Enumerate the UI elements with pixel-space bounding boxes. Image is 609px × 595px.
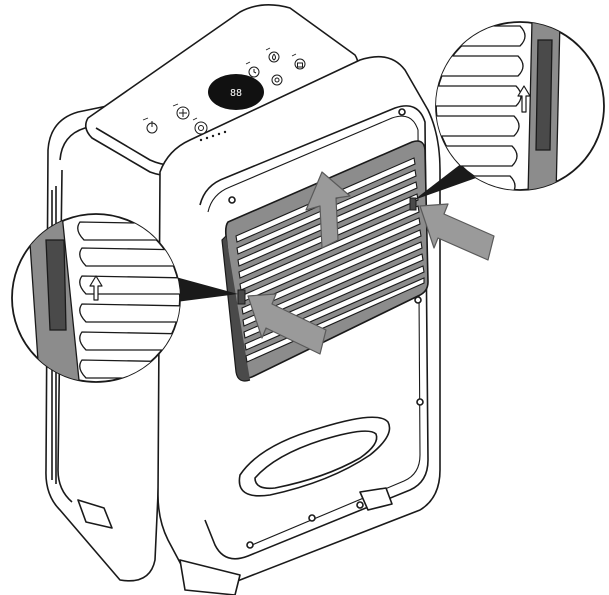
callout-pointer-left [172, 276, 238, 302]
push-arrow-left [247, 293, 327, 355]
filter-frame-edge [221, 235, 251, 382]
filter-reset-icon [271, 74, 283, 86]
front-face-inner-bezel [199, 105, 429, 560]
tank-handle-outer [238, 416, 391, 497]
screw-top-left [228, 196, 236, 204]
callout-pointer-right [414, 160, 476, 200]
up-arrow-icon [89, 275, 103, 301]
screw-bottom-mid [308, 514, 316, 522]
filter-tab-right[interactable] [409, 197, 417, 211]
pull-up-arrow [305, 171, 351, 249]
screw-side [356, 501, 364, 509]
caster-wheel-right [359, 487, 393, 511]
digital-display [208, 74, 264, 110]
caster-wheel-left [77, 499, 113, 529]
control-panel: 88 [142, 47, 306, 142]
mode-icon [176, 106, 190, 120]
screw-bottom-right [416, 398, 424, 406]
screw-top-right [398, 108, 406, 116]
front-face-inner-bezel-2 [207, 115, 421, 546]
filter-tab-left[interactable] [237, 289, 246, 305]
screw-bottom-left [246, 541, 254, 549]
display-readout: 88 [230, 88, 242, 99]
lock-icon [294, 58, 306, 70]
screw-mid-right [414, 296, 422, 304]
detail-circle-left [11, 213, 181, 383]
timer-icon [248, 66, 260, 78]
left-side-inner-edge [57, 114, 151, 503]
up-arrow-icon [517, 85, 531, 113]
push-arrow-right [419, 203, 495, 261]
fan-speed-icon [194, 121, 208, 135]
humidity-icon [268, 51, 280, 63]
indicator-dots [199, 130, 227, 142]
tank-handle-inner [254, 430, 378, 490]
power-icon [146, 121, 158, 134]
base-plinth [179, 559, 241, 595]
